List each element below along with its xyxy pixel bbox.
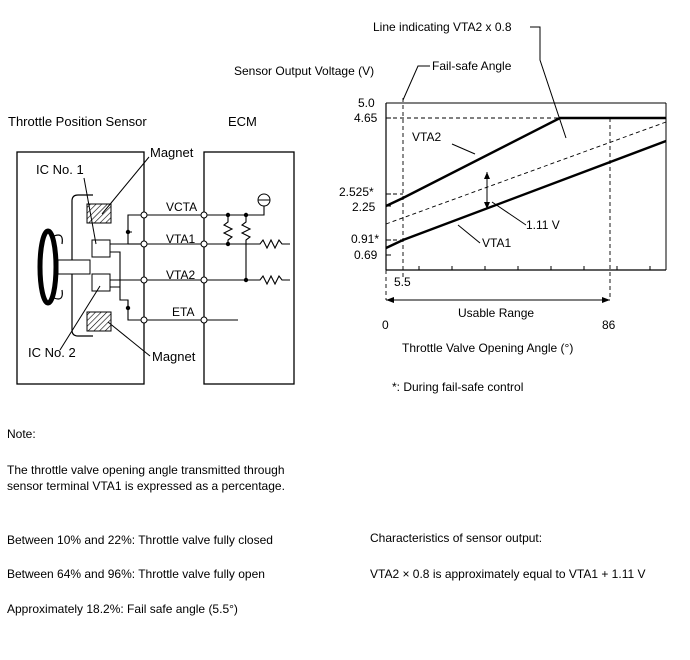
characteristics-heading: Characteristics of sensor output:	[370, 531, 543, 545]
note-paragraph-line2: sensor terminal VTA1 is expressed as a p…	[7, 479, 285, 493]
terminal-circle	[200, 211, 208, 219]
y-tick-label: 2.25	[352, 200, 376, 214]
usable-range-label: Usable Range	[458, 306, 535, 320]
arrow-head-icon	[386, 297, 394, 303]
characteristics-value: VTA2 × 0.8 is approximately equal to VTA…	[370, 567, 646, 581]
callout-failsafe-leader	[402, 65, 430, 101]
ecm-housing	[203, 151, 295, 385]
offset-label: 1.11 V	[526, 218, 560, 232]
terminal-circle	[140, 211, 148, 219]
series-vta1-line	[385, 139, 667, 250]
rotation-arrow-bottom-icon	[53, 289, 63, 300]
terminal-circle	[200, 276, 208, 284]
arrow-head-icon	[484, 202, 490, 209]
resistor-icon	[256, 238, 290, 250]
leader-line	[59, 285, 101, 351]
terminal-vcta-label: VCTA	[166, 200, 198, 214]
terminal-circle	[140, 240, 148, 248]
ic-internal-wiring	[110, 214, 144, 321]
y-axis-title: Sensor Output Voltage (V)	[234, 64, 375, 78]
callout-offset-leader	[491, 201, 527, 226]
terminal-eta-label: ETA	[172, 305, 195, 319]
resistor-icon	[256, 274, 290, 286]
x-axis-title: Throttle Valve Opening Angle (°)	[402, 341, 574, 355]
rotation-arrow-top-icon	[53, 234, 63, 245]
terminal-circle	[140, 316, 148, 324]
note-failsafe-angle: Approximately 18.2%: Fail safe angle (5.…	[7, 602, 238, 616]
leader-line	[101, 156, 150, 215]
note-heading: Note:	[7, 427, 36, 441]
ecm-title: ECM	[228, 114, 257, 129]
rotation-ring	[37, 228, 59, 306]
series-vta1-label: VTA1	[482, 236, 512, 250]
junction-dot	[125, 229, 131, 235]
ic1-chip	[91, 239, 111, 258]
terminal-circle	[200, 240, 208, 248]
terminal-vta2-label: VTA2	[166, 268, 196, 282]
ic2-chip	[91, 273, 111, 292]
arrow-head-icon	[602, 297, 610, 303]
y-tick-label: 5.0	[358, 96, 375, 110]
note-open-range: Between 64% and 96%: Throttle valve full…	[7, 567, 265, 581]
series-vta2-label: VTA2	[412, 130, 442, 144]
note-closed-range: Between 10% and 22%: Throttle valve full…	[7, 533, 273, 547]
y-tick-label: 0.91*	[351, 232, 380, 246]
terminal-circle	[200, 316, 208, 324]
callout-vta2x08-leader	[530, 26, 567, 139]
terminal-vta1-label: VTA1	[166, 232, 196, 246]
resistor-icon	[240, 215, 252, 280]
callout-failsafe: Fail-safe Angle	[432, 59, 512, 73]
throttle-shaft	[57, 259, 91, 275]
callout-vta1-leader	[457, 224, 481, 244]
leader-line	[83, 177, 97, 245]
ic2-label: IC No. 2	[28, 345, 76, 360]
callout-vta2x08: Line indicating VTA2 x 0.8	[373, 20, 512, 34]
ecm-vcta-line	[207, 206, 265, 216]
sensor-title: Throttle Position Sensor	[8, 114, 147, 129]
series-vta2-line	[385, 116, 666, 208]
footnote: *: During fail-safe control	[392, 380, 524, 394]
arrow-head-icon	[484, 172, 490, 179]
resistor-icon	[222, 215, 234, 244]
ic1-label: IC No. 1	[36, 162, 84, 177]
x-tick-label: 5.5	[394, 275, 411, 289]
sensor-housing	[16, 151, 145, 385]
callout-vta2-leader	[451, 143, 476, 155]
note-paragraph-line1: The throttle valve opening angle transmi…	[7, 463, 285, 477]
y-tick-label: 2.525*	[339, 185, 374, 199]
y-tick-label: 4.65	[354, 111, 378, 125]
y-tick-marks	[386, 117, 391, 256]
magnet-bottom-block	[86, 311, 112, 332]
magnet-bottom-label: Magnet	[152, 349, 196, 364]
x-tick-label: 86	[602, 318, 616, 332]
y-tick-label: 0.69	[354, 248, 378, 262]
leader-line	[107, 321, 151, 357]
magnet-top-block	[86, 203, 112, 224]
x-tick-marks	[418, 266, 651, 270]
x-tick-label: 0	[382, 318, 389, 332]
terminal-circle	[140, 276, 148, 284]
magnet-top-label: Magnet	[150, 145, 194, 160]
